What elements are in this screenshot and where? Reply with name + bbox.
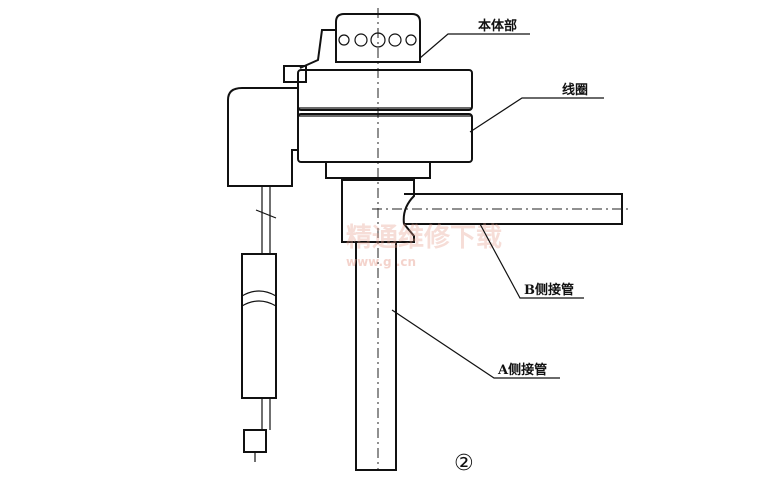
valve-fitting [341,179,415,243]
leader-a-pipe [391,309,560,379]
coil-assembly [297,69,473,179]
label-body: 本体部 [478,18,517,34]
leader-coil [469,97,604,133]
figure-number: ② [454,451,474,476]
connector-cable [227,87,299,462]
label-coil: 线圈 [562,82,588,98]
leader-b-pipe [479,223,584,299]
leader-body [419,33,530,59]
a-side-pipe [355,241,397,471]
b-side-pipe [372,193,628,225]
valve-body [283,13,421,83]
label-a-pipe: A侧接管 [497,362,547,378]
label-b-pipe: B侧接管 [524,282,574,298]
watermark-brand: 精通维修下载 [346,222,502,253]
watermark-url: www.g .cn [346,255,416,269]
